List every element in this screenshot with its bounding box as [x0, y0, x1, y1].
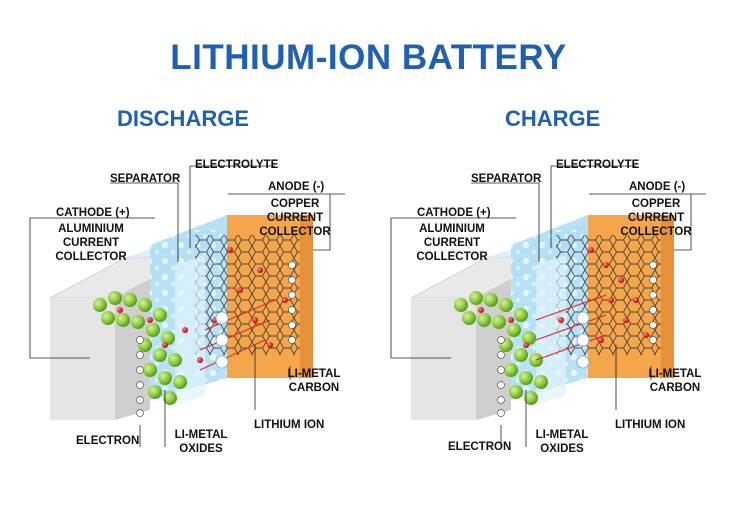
charge-label-copper-collector: COPPER CURRENT COLLECTOR	[620, 198, 692, 238]
discharge-battery	[29, 165, 345, 447]
charge-label-lithium-ion: LITHIUM ION	[615, 419, 686, 431]
discharge-ion-arrows	[199, 299, 276, 371]
discharge-label-anode: ANODE (-)	[268, 181, 325, 193]
charge-li-ions-separator	[576, 311, 590, 369]
discharge-heading: DISCHARGE	[117, 106, 250, 131]
charge-label-anode: ANODE (-)	[629, 181, 686, 193]
discharge-label-lithium-ion: LITHIUM ION	[254, 419, 325, 431]
discharge-oxide-particles	[93, 291, 187, 405]
charge-label-li-metal-carbon: LI-METAL CARBON	[648, 368, 702, 394]
discharge-label-li-metal-carbon: LI-METAL CARBON	[287, 368, 341, 394]
discharge-anode-electrons	[288, 261, 296, 344]
discharge-li-ions-separator	[215, 311, 229, 369]
discharge-label-aluminium-collector: ALUMINIUM CURRENT COLLECTOR	[55, 223, 127, 263]
discharge-label-separator: SEPARATOR	[110, 173, 181, 185]
discharge-label-copper-collector: COPPER CURRENT COLLECTOR	[259, 198, 331, 238]
charge-ion-arrows	[535, 294, 607, 361]
charge-label-li-metal-oxides: LI-METAL OXIDES	[535, 429, 589, 455]
discharge-label-electron: ELECTRON	[76, 435, 140, 447]
discharge-lithium-ions	[117, 247, 288, 363]
page-title: LITHIUM-ION BATTERY	[170, 38, 567, 77]
charge-anode-electrons	[649, 261, 657, 344]
charge-battery	[390, 165, 706, 447]
charge-label-cathode: CATHODE (+)	[417, 207, 491, 219]
charge-label-aluminium-collector: ALUMINIUM CURRENT COLLECTOR	[416, 223, 488, 263]
discharge-leader-lines	[29, 165, 345, 447]
charge-lithium-ions	[478, 247, 649, 348]
discharge-label-li-metal-oxides: LI-METAL OXIDES	[174, 429, 228, 455]
charge-leader-lines	[390, 165, 706, 447]
charge-label-separator: SEPARATOR	[471, 173, 542, 185]
charge-oxide-particles	[454, 291, 548, 405]
charge-label-electron: ELECTRON	[448, 441, 512, 453]
discharge-label-electrolyte: ELECTROLYTE	[195, 159, 279, 171]
discharge-cathode-electrons	[136, 336, 144, 417]
charge-heading: CHARGE	[505, 106, 601, 131]
charge-cathode-electrons	[497, 336, 505, 417]
charge-label-electrolyte: ELECTROLYTE	[556, 159, 640, 171]
discharge-label-cathode: CATHODE (+)	[56, 207, 130, 219]
